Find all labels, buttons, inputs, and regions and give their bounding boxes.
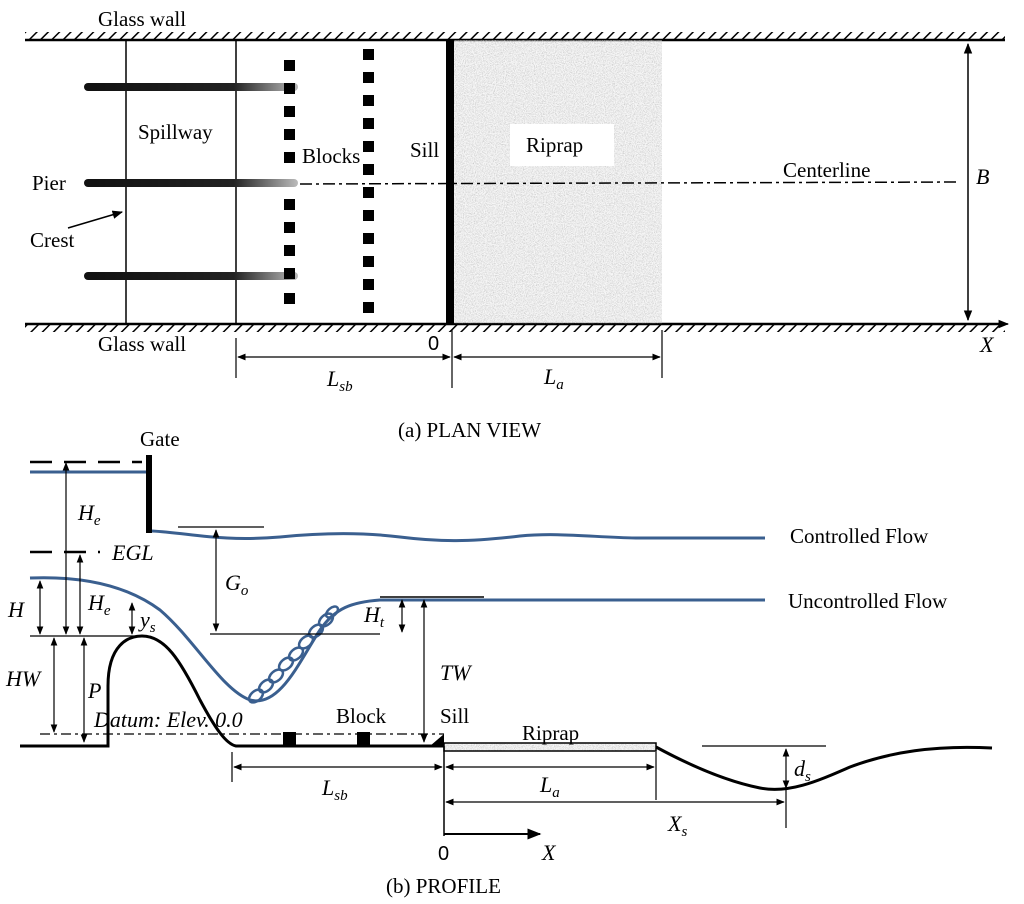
plan-pier-middle <box>84 179 298 187</box>
plan-glass-wall-top <box>25 32 1005 42</box>
profile-sill-label: Sill <box>440 704 469 728</box>
profile-block-label: Block <box>336 704 387 728</box>
profile-sill <box>430 734 444 746</box>
profile-ys-label: ys <box>138 607 156 636</box>
profile-gate <box>146 455 152 533</box>
plan-width-label: B <box>976 164 989 189</box>
profile-he-label: He <box>87 590 111 619</box>
plan-spillway-label: Spillway <box>138 120 213 144</box>
profile-caption: (b) PROFILE <box>386 874 501 898</box>
profile-block-2 <box>357 732 370 746</box>
profile-origin-label: 0 <box>438 843 449 865</box>
plan-sill-label: Sill <box>410 138 439 162</box>
plan-blocks-label: Blocks <box>302 144 360 168</box>
plan-blocks-row-2 <box>363 49 374 313</box>
plan-pier-bottom <box>84 272 298 280</box>
plan-la-label: La <box>543 364 564 393</box>
profile-gate-label: Gate <box>140 427 180 451</box>
profile-p-label: P <box>87 678 101 703</box>
profile-hydraulic-jump <box>247 605 340 704</box>
plan-riprap-label: Riprap <box>526 133 583 157</box>
plan-crest-label: Crest <box>30 228 74 252</box>
profile-h-label: H <box>7 597 25 622</box>
profile-view: Gate Controlled Flow Uncontrolled Flow E… <box>5 427 993 898</box>
plan-riprap-label-box <box>510 124 614 166</box>
plan-blocks-row-1 <box>284 60 295 304</box>
profile-uncontrolled-flow-line <box>29 576 765 703</box>
profile-egl-label: EGL <box>111 540 154 565</box>
profile-controlled-flow-line <box>30 470 765 543</box>
plan-centerline <box>299 181 961 185</box>
plan-glass-wall-bottom <box>25 322 1005 332</box>
profile-xs-label: Xs <box>667 811 687 840</box>
profile-lsb-label: Lsb <box>321 775 348 804</box>
profile-riprap <box>444 743 656 751</box>
plan-glass-wall-bottom-label: Glass wall <box>98 332 186 356</box>
profile-hw-label: HW <box>5 666 42 691</box>
profile-tw-label: TW <box>440 660 472 685</box>
profile-he-top-label: He <box>77 500 101 529</box>
plan-lsb-label: Lsb <box>326 366 353 395</box>
plan-view: Glass wall Glass wall Spillway Pier Cres… <box>25 7 1010 442</box>
plan-pier-label: Pier <box>32 171 66 195</box>
plan-x-axis-label: X <box>979 332 995 357</box>
profile-scour-bed <box>655 745 993 791</box>
profile-riprap-label: Riprap <box>522 721 579 745</box>
plan-origin-label: 0 <box>428 333 439 355</box>
profile-la-label: La <box>539 772 560 801</box>
profile-go-label: Go <box>225 570 249 599</box>
plan-crest-arrow <box>67 210 124 229</box>
plan-pier-top <box>84 83 298 91</box>
profile-uncontrolled-flow-label: Uncontrolled Flow <box>788 589 948 613</box>
plan-centerline-label: Centerline <box>783 158 870 182</box>
profile-x-axis-label: X <box>541 840 557 865</box>
plan-riprap <box>454 40 662 324</box>
profile-ht-label: Ht <box>363 602 385 631</box>
profile-spillway-body <box>20 634 444 748</box>
plan-sill <box>446 40 454 324</box>
plan-caption: (a) PLAN VIEW <box>398 418 541 442</box>
profile-ds-label: ds <box>794 756 811 785</box>
plan-glass-wall-top-label: Glass wall <box>98 7 186 31</box>
profile-datum-label: Datum: Elev. 0.0 <box>93 707 243 732</box>
profile-block-1 <box>283 732 296 746</box>
profile-controlled-flow-label: Controlled Flow <box>790 524 929 548</box>
